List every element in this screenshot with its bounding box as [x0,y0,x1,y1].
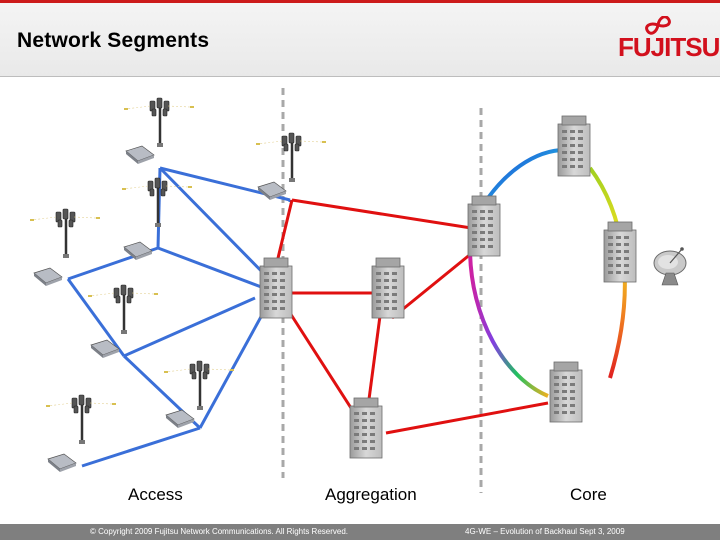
access-segment-label: Access [128,485,183,504]
microwave-radio-icon [33,267,63,287]
building-icon [467,195,501,257]
page-title: Network Segments [17,29,210,52]
top-accent-bar [0,0,720,3]
core-segment-label: Core [570,485,607,504]
microwave-radio-icon [47,453,77,473]
cell-tower-icon [120,176,194,229]
building-icon [349,397,383,459]
building-icon [259,257,293,319]
core-ring-arc-left [468,247,549,398]
cell-tower-icon [44,393,118,446]
fujitsu-logo: FUJITSU [618,15,720,64]
event-text: 4G-WE – Evolution of Backhaul Sept 3, 20… [465,527,625,536]
footer-bar: © Copyright 2009 Fujitsu Network Communi… [0,524,720,540]
cell-tower-icon [122,96,196,149]
building-icon [549,361,583,423]
microwave-radio-icon [165,409,195,429]
building-icon [603,221,637,283]
title-banner: Network Segments [0,3,720,77]
aggregation-links [270,198,549,435]
infinity-mark-icon [645,15,671,35]
cell-tower-icon [86,283,160,336]
cell-tower-icon [254,131,328,184]
logo-wordmark: FUJITSU [618,32,720,62]
access-links [66,166,292,468]
copyright-text: © Copyright 2009 Fujitsu Network Communi… [90,527,348,536]
network-diagram [28,88,687,493]
satellite-dish-icon [653,247,687,286]
microwave-radio-icon [125,145,155,165]
building-icon [557,115,591,177]
cell-tower-icon [28,207,102,260]
aggregation-segment-label: Aggregation [325,485,417,504]
building-icon [371,257,405,319]
